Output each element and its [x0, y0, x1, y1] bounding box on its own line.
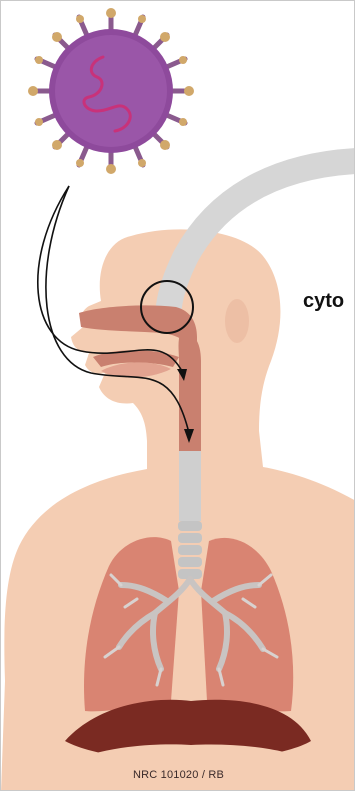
side-label: cyto: [303, 290, 344, 313]
diaphragm-underside: [71, 744, 311, 791]
virus-particle: [28, 8, 194, 174]
virus-body-highlight: [55, 35, 167, 147]
ear: [225, 299, 249, 343]
trachea-rings: [178, 451, 202, 579]
credit-line: NRC 101020 / RB: [1, 769, 355, 781]
